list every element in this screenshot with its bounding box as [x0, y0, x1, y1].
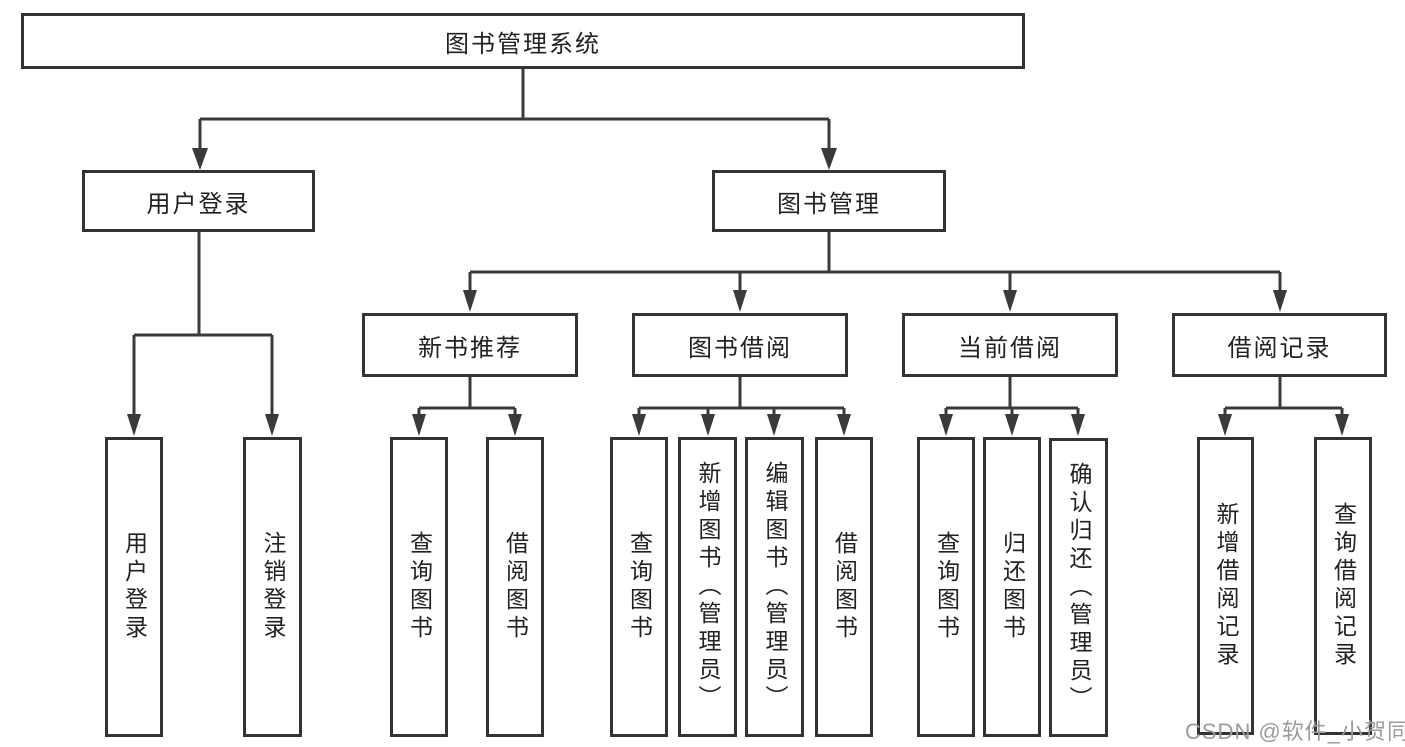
leaf-borrow-books-label: 借阅图书: [831, 531, 858, 643]
connector-user-login-to-leaves: [127, 232, 279, 436]
leaf-borrow-books-recommend: 借阅图书: [486, 437, 544, 737]
leaf-return-books-label: 归还图书: [999, 531, 1026, 643]
leaf-query-books-borrow: 查询图书: [610, 437, 668, 737]
node-borrow-records: 借阅记录: [1172, 313, 1387, 377]
leaf-borrow-books-recommend-label: 借阅图书: [502, 531, 529, 643]
leaf-confirm-return-admin-label: 确认归还（管理员）: [1066, 461, 1092, 714]
node-borrow-records-label: 借阅记录: [1227, 334, 1332, 362]
leaf-return-books: 归还图书: [983, 437, 1041, 737]
leaf-borrow-books: 借阅图书: [815, 437, 873, 737]
leaf-confirm-return-admin: 确认归还（管理员）: [1049, 438, 1108, 737]
node-book-management-label: 图书管理: [777, 190, 881, 218]
node-user-login-label: 用户登录: [146, 190, 251, 218]
csdn-watermark: CSDN @软件_小贺同学: [1185, 719, 1405, 744]
node-current-borrow: 当前借阅: [902, 313, 1118, 377]
leaf-query-books-current: 查询图书: [917, 437, 975, 737]
leaf-query-books-recommend: 查询图书: [390, 437, 448, 737]
connector-current-borrow-to-leaves: [939, 377, 1085, 436]
leaf-add-books-admin-label: 新增图书（管理员）: [695, 461, 721, 713]
node-root: 图书管理系统: [21, 13, 1025, 69]
leaf-user-login-label: 用户登录: [121, 531, 148, 643]
leaf-logout: 注销登录: [243, 437, 302, 737]
node-root-label: 图书管理系统: [445, 30, 601, 58]
connector-new-book-recommend-to-leaves: [412, 377, 522, 436]
node-current-borrow-label: 当前借阅: [958, 334, 1062, 362]
leaf-query-books-current-label: 查询图书: [933, 531, 960, 643]
connector-borrow-records-to-leaves: [1218, 377, 1349, 436]
leaf-edit-books-admin-label: 编辑图书（管理员）: [762, 461, 788, 713]
leaf-add-borrow-record: 新增借阅记录: [1197, 437, 1254, 735]
leaf-user-login: 用户登录: [105, 437, 163, 737]
node-book-management: 图书管理: [712, 170, 946, 232]
leaf-query-books-recommend-label: 查询图书: [406, 531, 433, 643]
leaf-query-books-borrow-label: 查询图书: [626, 531, 653, 643]
leaf-query-borrow-record-label: 查询借阅记录: [1330, 502, 1357, 670]
node-new-book-recommend-label: 新书推荐: [418, 334, 522, 362]
node-user-login: 用户登录: [82, 170, 315, 232]
leaf-logout-label: 注销登录: [260, 531, 286, 643]
leaf-add-books-admin: 新增图书（管理员）: [678, 437, 737, 737]
leaf-edit-books-admin: 编辑图书（管理员）: [745, 437, 804, 737]
leaf-add-borrow-record-label: 新增借阅记录: [1213, 502, 1239, 670]
leaf-query-borrow-record: 查询借阅记录: [1314, 437, 1372, 735]
node-book-borrow-label: 图书借阅: [688, 334, 792, 362]
connector-book-management-to-level3: [463, 232, 1287, 312]
node-book-borrow: 图书借阅: [632, 313, 848, 377]
connector-root-to-level2: [192, 69, 837, 170]
connector-book-borrow-to-leaves: [632, 377, 851, 436]
node-new-book-recommend: 新书推荐: [362, 313, 578, 377]
